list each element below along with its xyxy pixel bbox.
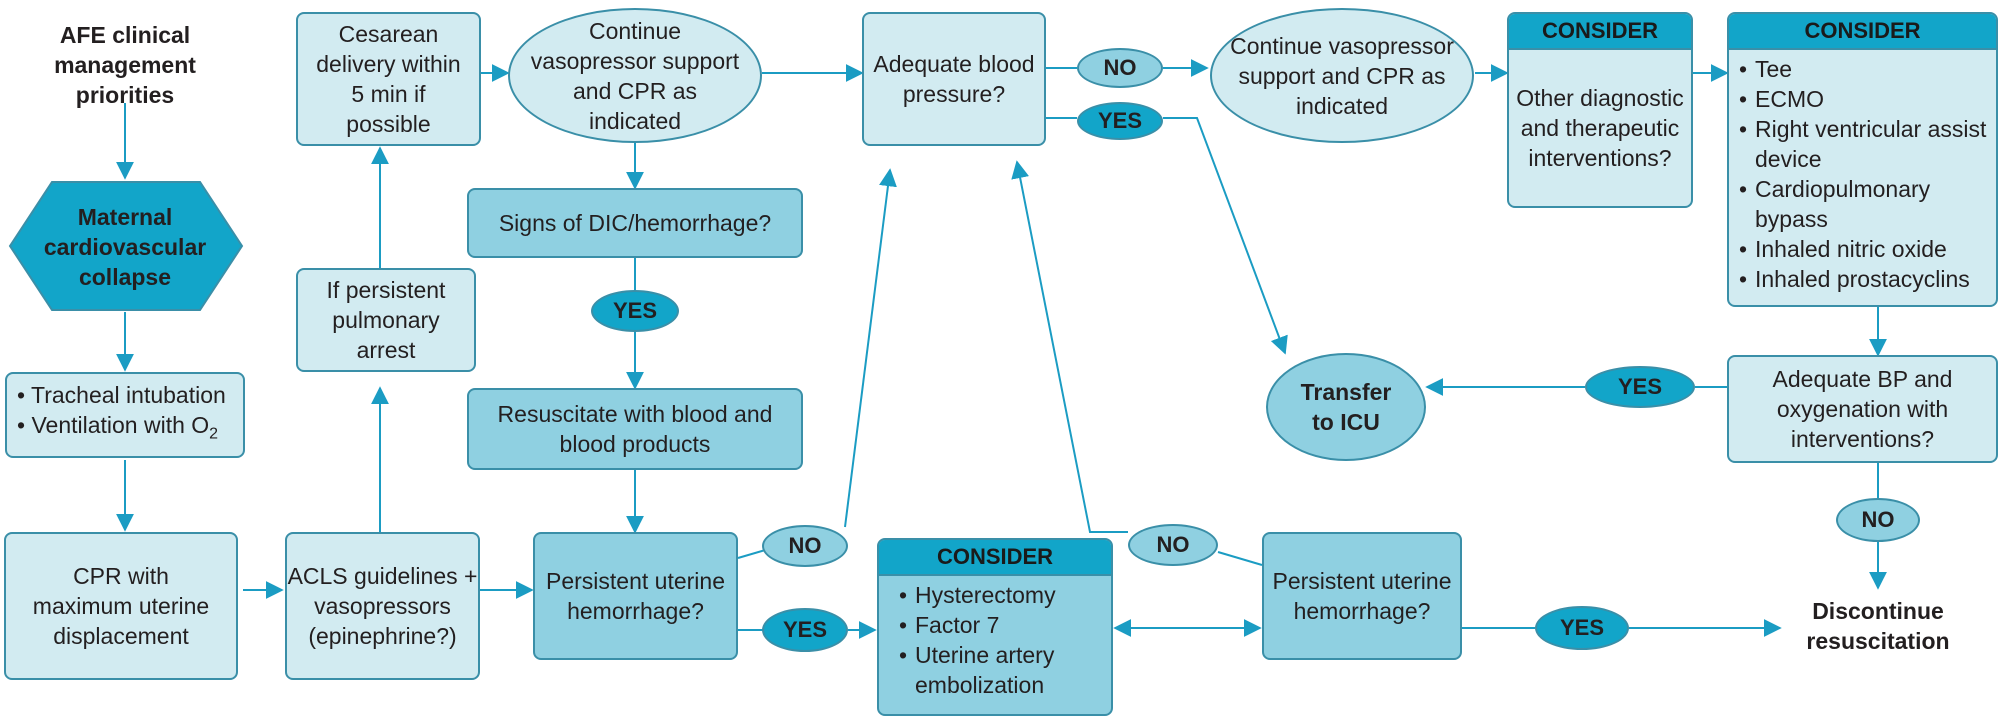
intubation-box: • Tracheal intubation • Ventilation with…	[5, 372, 245, 458]
uterine-right-box: Persistent uterine hemorrhage?	[1262, 532, 1462, 660]
edge-uterine-no-to-adequate	[844, 168, 897, 528]
consider-list: Tee ECMO Right ventricular assist device…	[1729, 50, 1996, 294]
adequate-bp-ox-box: Adequate BP and oxygenation with interve…	[1727, 355, 1998, 463]
consider-other-header: CONSIDER	[1509, 14, 1691, 50]
consider-item-embolization: Uterine artery embolization	[899, 640, 1103, 700]
adequate-bp-no-pill: NO	[1077, 48, 1163, 88]
discontinue-label: Discontinue resuscitation	[1806, 598, 1950, 654]
collapse-hexagon	[8, 181, 244, 311]
consider-uterine-list: Hysterectomy Factor 7 Uterine artery emb…	[879, 576, 1111, 700]
adequate-bp-yes-pill: YES	[1077, 102, 1163, 140]
consider-uterine-box: CONSIDER Hysterectomy Factor 7 Uterine a…	[877, 538, 1113, 716]
consider-item-rvad: Right ventricular assist device	[1739, 114, 1988, 174]
ventilation-item: • Ventilation with O2	[17, 412, 219, 443]
edge-no-to-adequate	[1011, 160, 1128, 533]
tracheal-item: • Tracheal intubation	[17, 382, 226, 409]
persistent-arrest-box: If persistent pulmonary arrest	[296, 268, 476, 372]
consider-item-tee: Tee	[1739, 54, 1988, 84]
consider-item-nitric-oxide: Inhaled nitric oxide	[1739, 234, 1988, 264]
consider-other-body: Other diagnostic and therapeutic interve…	[1516, 85, 1684, 171]
consider-item-bypass: Cardiopulmonary bypass	[1739, 174, 1988, 234]
cpr-box: CPR with maximum uterine displacement	[4, 532, 238, 680]
uterine-left-no-pill: NO	[762, 525, 848, 567]
consider-item-hysterectomy: Hysterectomy	[899, 580, 1103, 610]
uterine-left-box: Persistent uterine hemorrhage?	[533, 532, 738, 660]
consider-list-header: CONSIDER	[1729, 14, 1996, 50]
edge-adequate-yes-to-transfer	[1163, 117, 1288, 355]
consider-uterine-header: CONSIDER	[879, 540, 1111, 576]
acls-box: ACLS guidelines + vasopressors (epinephr…	[285, 532, 480, 680]
adequate-bp-ox-yes-pill: YES	[1585, 366, 1695, 408]
collapse-label: Maternal cardiovascular collapse	[43, 204, 207, 290]
resuscitate-box: Resuscitate with blood and blood product…	[467, 388, 803, 470]
continue-left-ellipse: Continue vasopressor support and CPR as …	[508, 8, 762, 143]
cesarean-box: Cesarean delivery within 5 min if possib…	[296, 12, 481, 146]
dic-box: Signs of DIC/hemorrhage?	[467, 188, 803, 258]
continue-right-ellipse: Continue vasopressor support and CPR as …	[1210, 8, 1474, 143]
consider-item-ecmo: ECMO	[1739, 84, 1988, 114]
uterine-right-no-pill: NO	[1128, 524, 1218, 566]
uterine-left-yes-pill: YES	[762, 608, 848, 652]
consider-other-box: CONSIDER Other diagnostic and therapeuti…	[1507, 12, 1693, 208]
edge-uterine-right-no-line	[1217, 551, 1263, 566]
diagram-title: AFE clinical management priorities	[54, 22, 196, 108]
transfer-icu-ellipse: Transfer to ICU	[1266, 353, 1426, 461]
consider-list-box: CONSIDER Tee ECMO Right ventricular assi…	[1727, 12, 1998, 307]
dic-yes-pill: YES	[591, 290, 679, 332]
uterine-right-yes-pill: YES	[1535, 606, 1629, 650]
consider-item-factor-7: Factor 7	[899, 610, 1103, 640]
consider-item-prostacyclins: Inhaled prostacyclins	[1739, 264, 1988, 294]
adequate-bp-box: Adequate blood pressure?	[862, 12, 1046, 146]
adequate-bp-ox-no-pill: NO	[1836, 498, 1920, 542]
